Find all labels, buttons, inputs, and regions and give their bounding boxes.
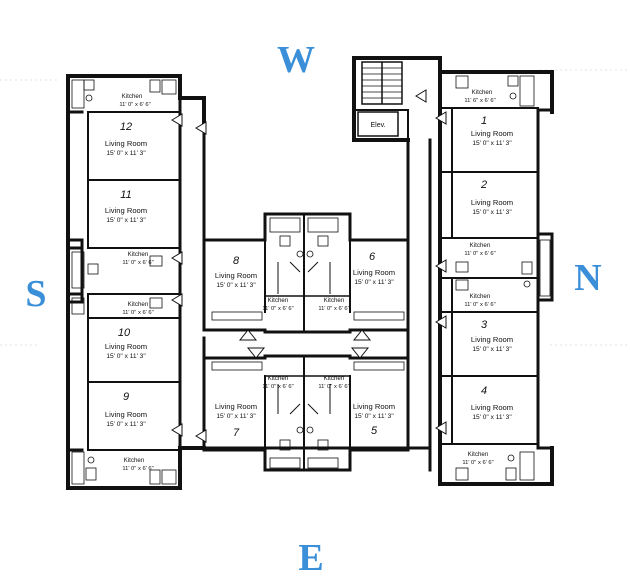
unit-number-6: 6	[369, 251, 376, 263]
living-dim-2: 15' 0" x 11' 3"	[472, 209, 512, 216]
living-label-8: Living Room	[215, 271, 257, 280]
unit-number-7: 7	[233, 427, 240, 439]
living-label-11: Living Room	[105, 206, 147, 215]
living-dim-6: 15' 0" x 11' 3"	[354, 279, 394, 286]
partitions	[277, 261, 331, 415]
kitchen-label-2: Kitchen	[470, 242, 491, 249]
kitchen-label-3: Kitchen	[470, 293, 491, 300]
kitchen-label-9: Kitchen	[124, 457, 145, 464]
kitchen-dim-5: 11' 0" x 6' 6"	[318, 384, 349, 390]
kitchen-label-8: Kitchen	[268, 297, 289, 304]
living-dim-7: 15' 0" x 11' 3"	[216, 413, 256, 420]
kitchen-label-11: Kitchen	[128, 251, 149, 258]
living-dim-3: 15' 0" x 11' 3"	[472, 346, 512, 353]
unit-number-10: 10	[118, 327, 131, 339]
kitchen-dim-8: 11' 0" x 6' 6"	[262, 306, 293, 312]
kitchen-dim-1: 11' 6" x 6' 6"	[464, 98, 495, 104]
unit-number-8: 8	[233, 255, 240, 267]
compass-east: E	[298, 537, 323, 576]
scan-lines	[0, 69, 630, 346]
kitchen-dim-7: 11' 0" x 6' 6"	[262, 384, 293, 390]
living-label-9: Living Room	[105, 410, 147, 419]
kitchen-dim-9: 11' 0" x 6' 6"	[122, 466, 153, 472]
unit-number-9: 9	[123, 391, 129, 403]
living-dim-11: 15' 0" x 11' 3"	[106, 217, 146, 224]
living-label-12: Living Room	[105, 139, 147, 148]
unit-number-12: 12	[120, 121, 132, 133]
unit-number-5: 5	[371, 425, 378, 437]
kitchen-dim-2: 11' 0" x 6' 6"	[464, 251, 495, 257]
kitchen-label-6: Kitchen	[324, 297, 345, 304]
kitchen-label-4: Kitchen	[468, 451, 489, 458]
living-dim-12: 15' 0" x 11' 3"	[106, 150, 146, 157]
kitchen-dim-10: 11' 0" x 6' 6"	[122, 310, 153, 316]
living-dim-10: 15' 0" x 11' 3"	[106, 353, 146, 360]
compass-west: W	[277, 39, 315, 81]
compass-south: S	[25, 273, 46, 315]
living-label-5: Living Room	[353, 402, 395, 411]
living-label-1: Living Room	[471, 129, 513, 138]
kitchen-dim-4: 11' 0" x 6' 6"	[462, 460, 493, 466]
living-label-10: Living Room	[105, 342, 147, 351]
living-dim-1: 15' 0" x 11' 3"	[472, 140, 512, 147]
kitchen-label-10: Kitchen	[128, 301, 149, 308]
elevator-label: Elev.	[370, 122, 385, 129]
unit-number-11: 11	[120, 189, 131, 201]
living-dim-5: 15' 0" x 11' 3"	[354, 413, 394, 420]
kitchen-dim-3: 11' 0" x 6' 6"	[464, 302, 495, 308]
doors	[171, 89, 447, 443]
compass-north: N	[574, 257, 601, 299]
kitchen-dim-12: 11' 0" x 6' 6"	[119, 102, 150, 108]
living-label-7: Living Room	[215, 402, 257, 411]
living-label-3: Living Room	[471, 335, 513, 344]
living-dim-4: 15' 0" x 11' 3"	[472, 414, 512, 421]
unit-number-3: 3	[481, 319, 488, 331]
unit-number-2: 2	[480, 179, 487, 191]
kitchen-dim-6: 11' 0" x 6' 6"	[318, 306, 349, 312]
unit-number-4: 4	[481, 385, 487, 397]
kitchen-label-7: Kitchen	[268, 375, 289, 382]
stairs	[361, 61, 403, 105]
living-dim-9: 15' 0" x 11' 3"	[106, 421, 146, 428]
living-dim-8: 15' 0" x 11' 3"	[216, 282, 256, 289]
kitchen-label-5: Kitchen	[324, 375, 345, 382]
unit-number-1: 1	[481, 115, 487, 127]
living-label-6: Living Room	[353, 268, 395, 277]
kitchen-dim-11: 11' 0" x 6' 6"	[122, 260, 153, 266]
fixtures	[71, 75, 551, 485]
kitchen-label-1: Kitchen	[472, 89, 493, 96]
living-label-2: Living Room	[471, 198, 513, 207]
kitchen-label-12: Kitchen	[122, 93, 143, 100]
living-label-4: Living Room	[471, 403, 513, 412]
elevator-box	[357, 111, 399, 137]
